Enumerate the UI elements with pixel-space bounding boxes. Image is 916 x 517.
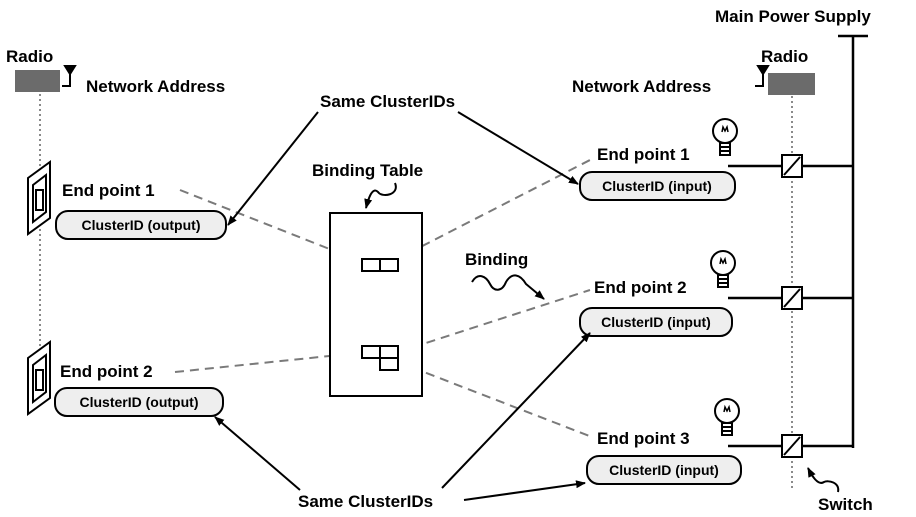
right-endpoint-1-cluster-pill: [579, 171, 736, 201]
left-endpoint-1-cluster-pill: [55, 210, 227, 240]
switch-symbol-icon: [781, 434, 803, 458]
right-endpoint-2-name: End point 2: [594, 278, 687, 297]
light-bulb-icon: [712, 118, 738, 156]
switch-pointer: [807, 467, 840, 493]
radio-module-right: [768, 73, 815, 95]
switch-symbol-icon: [781, 286, 803, 310]
light-bulb-icon: [710, 250, 736, 288]
radio-label-left: Radio: [6, 47, 53, 66]
arrow-to-left-cluster-1: [227, 111, 319, 226]
switch-label: Switch: [818, 495, 873, 514]
switch-symbol-icon: [781, 154, 803, 178]
arrow-to-left-cluster-2: [214, 416, 301, 491]
left-endpoint-2-name: End point 2: [60, 362, 153, 381]
radio-antenna-icon: [755, 65, 770, 87]
radio-antenna-icon: [62, 65, 77, 87]
binding-table-pointer: [364, 182, 397, 209]
binding-entry-2: [361, 345, 399, 371]
binding-entry-1: [361, 258, 399, 272]
light-bulb-icon: [714, 398, 740, 436]
arrow-to-right-cluster-1: [457, 111, 579, 185]
power-bus: [728, 34, 868, 448]
main-power-supply-label: Main Power Supply: [715, 7, 871, 26]
binding-pointer: [471, 274, 545, 300]
left-endpoint-2-cluster-pill: [54, 387, 224, 417]
radio-module-left: [15, 70, 60, 92]
wall-switch-icon: [27, 160, 51, 236]
same-clusterids-bottom-label: Same ClusterIDs: [298, 492, 433, 511]
right-endpoint-2-cluster: ClusterID (input): [601, 314, 711, 330]
radio-label-right: Radio: [761, 47, 808, 66]
arrow-to-right-cluster-3: [463, 480, 586, 501]
binding-table-label: Binding Table: [312, 161, 423, 180]
right-endpoint-3-name: End point 3: [597, 429, 690, 448]
left-endpoint-2-cluster: ClusterID (output): [80, 394, 199, 410]
right-endpoint-3-cluster: ClusterID (input): [609, 462, 719, 478]
binding-label: Binding: [465, 250, 528, 269]
right-endpoint-2-cluster-pill: [579, 307, 733, 337]
arrow-to-right-cluster-2: [441, 332, 591, 489]
right-endpoint-3-cluster-pill: [586, 455, 742, 485]
network-address-label-right: Network Address: [572, 77, 711, 96]
left-endpoint-1-cluster: ClusterID (output): [82, 217, 201, 233]
network-address-label-left: Network Address: [86, 77, 225, 96]
left-endpoint-1-name: End point 1: [62, 181, 155, 200]
same-clusterids-top-label: Same ClusterIDs: [320, 92, 455, 111]
right-endpoint-1-name: End point 1: [597, 145, 690, 164]
binding-table: [329, 212, 423, 397]
right-endpoint-1-cluster: ClusterID (input): [602, 178, 712, 194]
wall-switch-icon: [27, 340, 51, 416]
